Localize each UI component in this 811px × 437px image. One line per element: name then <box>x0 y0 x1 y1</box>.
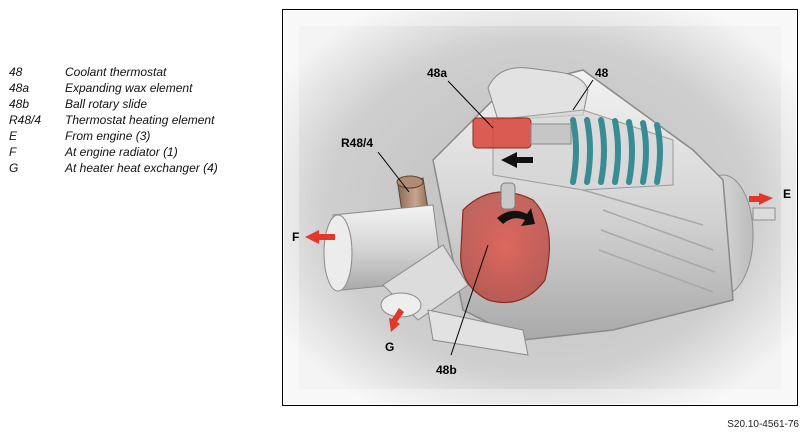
callout-g: G <box>385 340 395 354</box>
legend-desc: Coolant thermostat <box>65 65 167 79</box>
legend-desc: At heater heat exchanger (4) <box>65 161 218 175</box>
housing-ribs <box>582 189 716 293</box>
callout-48b: 48b <box>436 363 457 377</box>
callout-f: F <box>292 230 300 244</box>
diagram-frame: 48a 48 R48/4 E F G 48b <box>282 9 798 406</box>
movement-arrow-left <box>501 152 533 168</box>
flow-arrow-f <box>305 230 335 244</box>
legend-desc: Ball rotary slide <box>65 97 148 111</box>
legend-desc: Expanding wax element <box>65 81 193 95</box>
rotation-arrow <box>497 208 535 226</box>
legend-row: R48/4 Thermostat heating element <box>9 112 218 128</box>
legend-row: 48b Ball rotary slide <box>9 96 218 112</box>
flow-arrow-e <box>749 193 773 205</box>
legend-desc: Thermostat heating element <box>65 113 215 127</box>
callout-e: E <box>783 187 792 201</box>
spring <box>570 117 663 185</box>
legend-key: R48/4 <box>9 113 42 127</box>
legend-key: F <box>9 145 17 159</box>
legend-row: 48a Expanding wax element <box>9 80 218 96</box>
legend-desc: At engine radiator (1) <box>65 145 178 159</box>
legend-row: F At engine radiator (1) <box>9 144 218 160</box>
expanding-wax-element <box>472 117 532 149</box>
legend-row: 48 Coolant thermostat <box>9 64 218 80</box>
callout-48a: 48a <box>427 66 448 80</box>
callout-48: 48 <box>595 66 609 80</box>
legend-desc: From engine (3) <box>65 129 151 143</box>
legend-key: G <box>9 161 19 175</box>
leader-lines <box>377 79 594 356</box>
legend-key: 48b <box>9 97 30 111</box>
housing-cap <box>487 67 589 121</box>
legend-row: G At heater heat exchanger (4) <box>9 160 218 176</box>
document-id: S20.10-4561-76 <box>727 419 799 430</box>
legend-key: E <box>9 129 18 143</box>
legend: 48 Coolant thermostat 48a Expanding wax … <box>9 64 218 176</box>
bolt <box>752 207 776 221</box>
legend-key: 48a <box>9 81 30 95</box>
legend-row: E From engine (3) <box>9 128 218 144</box>
wax-element-pin <box>530 123 572 145</box>
flow-arrow-g <box>389 308 404 332</box>
slide-spindle <box>500 182 516 210</box>
legend-key: 48 <box>9 65 23 79</box>
callout-r48-4: R48/4 <box>341 136 374 150</box>
thermostat-illustration <box>283 10 797 405</box>
mounting-bracket <box>427 309 529 356</box>
